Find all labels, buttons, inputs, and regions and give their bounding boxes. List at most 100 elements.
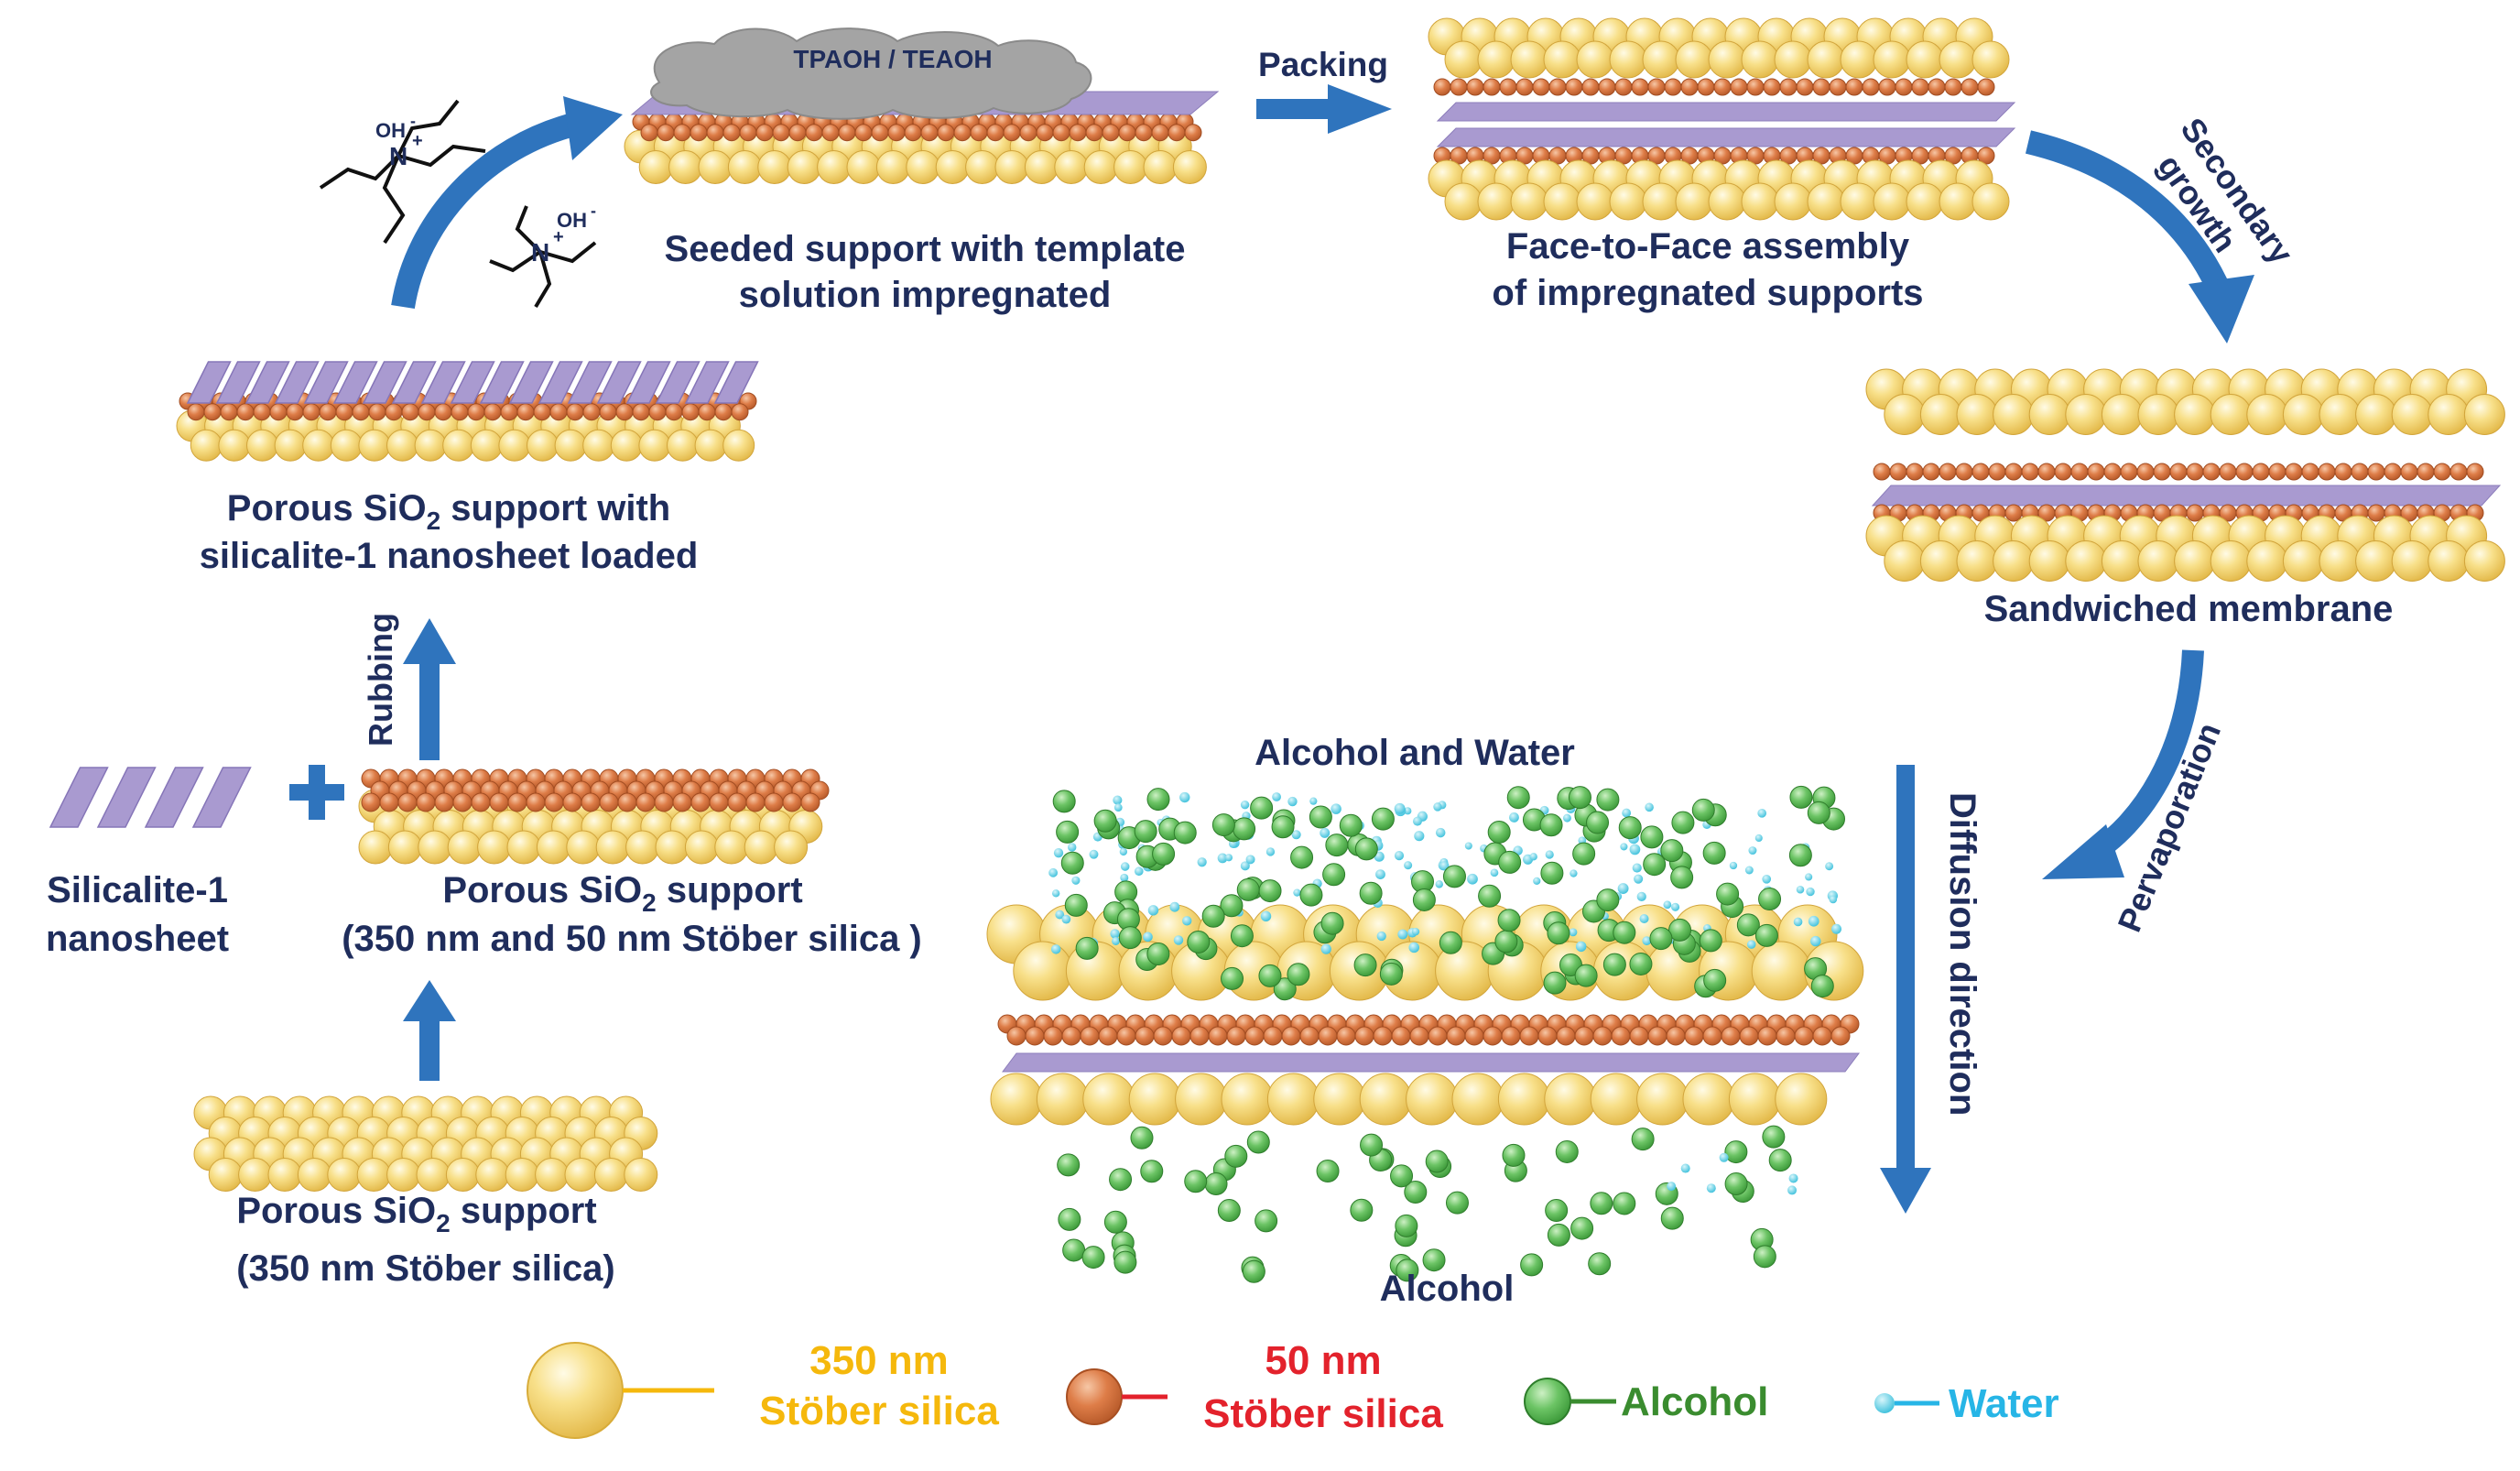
small-silica-particle [1779, 78, 1798, 96]
small-silica-particle [1006, 1026, 1026, 1046]
small-silica-particle [755, 124, 774, 142]
small-silica-particle [2268, 463, 2286, 481]
large-silica-particle [2065, 394, 2107, 435]
small-silica-particle [1052, 124, 1070, 142]
alcohol-molecule [1425, 1150, 1449, 1173]
large-silica-particle [414, 429, 447, 462]
water-molecule [1509, 812, 1519, 823]
water-molecule [1467, 873, 1478, 885]
legend-water-swatch [1874, 1393, 1895, 1413]
large-silica-particle [1919, 394, 1961, 435]
large-silica-particle [358, 830, 393, 865]
alcohol-molecule [1629, 952, 1653, 975]
alcohol-molecule [1570, 1216, 1594, 1240]
water-molecule [1569, 928, 1578, 937]
water-molecule [1754, 834, 1763, 843]
water-molecule [1197, 857, 1207, 867]
water-molecule [1050, 944, 1061, 954]
small-silica-particle [2400, 463, 2418, 481]
large-silica-particle [2101, 394, 2143, 435]
face-to-face-illustration [1428, 17, 2016, 221]
alcohol-molecule [1230, 924, 1254, 948]
separation-layer [1002, 1052, 1860, 1073]
water-molecule [1435, 880, 1443, 888]
large-silica-particle [2028, 540, 2070, 582]
water-molecule [1806, 887, 1815, 897]
small-silica-particle [681, 403, 700, 421]
water-molecule [1089, 849, 1099, 859]
support-mixed-label-1: Porous SiO2 support [442, 870, 802, 917]
large-silica-particle [1636, 1073, 1689, 1126]
large-silica-particle [536, 830, 570, 865]
small-silica-particle [451, 403, 469, 421]
small-silica-particle [2186, 504, 2204, 522]
small-silica-particle [727, 792, 747, 812]
small-silica-particle [1556, 1026, 1576, 1046]
alcohol-molecule [1258, 964, 1282, 987]
large-silica-particle [356, 1158, 391, 1192]
alcohol-molecule [1058, 1207, 1081, 1231]
alcohol-molecule [1502, 1143, 1526, 1167]
small-silica-particle [1168, 124, 1186, 142]
water-molecule [1120, 862, 1130, 871]
alcohol-molecule [1670, 866, 1694, 889]
alcohol-molecule [1290, 845, 1314, 869]
water-molecule [1048, 867, 1059, 877]
small-silica-particle [2186, 463, 2204, 481]
alcohol-molecule [1075, 936, 1099, 960]
diffusion-direction-label: Diffusion direction [1942, 792, 1982, 1116]
large-silica-particle [2282, 394, 2324, 435]
large-silica-particle [1642, 182, 1680, 221]
small-silica-particle [2433, 463, 2451, 481]
alcohol-molecule [1649, 927, 1673, 951]
nanosheet [96, 767, 157, 828]
water-molecule [1575, 941, 1587, 953]
alcohol-molecule [1052, 790, 1076, 813]
large-silica-particle [297, 1158, 331, 1192]
small-silica-particle [673, 124, 691, 142]
small-silica-particle [269, 403, 288, 421]
water-molecule [1260, 910, 1272, 922]
alcohol-molecule [1788, 844, 1812, 867]
alcohol-molecule [1498, 850, 1522, 874]
alcohol-molecule [1445, 1191, 1469, 1215]
large-silica-particle [418, 830, 452, 865]
large-silica-particle [2065, 540, 2107, 582]
nanosheet [625, 361, 671, 404]
alcohol-molecule [1545, 1199, 1569, 1223]
alcohol-molecule [1062, 1238, 1086, 1262]
packing-label: Packing [1258, 46, 1388, 83]
small-silica-particle [1611, 1026, 1631, 1046]
large-silica-particle [1497, 1073, 1550, 1126]
small-silica-particle [1135, 1026, 1155, 1046]
alcohol-molecule [1753, 1245, 1776, 1269]
small-silica-particle [937, 124, 955, 142]
small-silica-particle [920, 124, 939, 142]
legend-alcohol-swatch [1524, 1378, 1571, 1425]
alcohol-molecule [1113, 1250, 1137, 1274]
small-silica-particle [1532, 78, 1550, 96]
tpaoh-hydroxide-charge: - [410, 112, 416, 130]
water-molecule [1788, 1173, 1798, 1183]
small-silica-particle [1098, 1026, 1118, 1046]
legend: 350 nm Stöber silica 50 nm Stöber silica… [527, 1338, 2059, 1439]
large-silica-particle [1906, 40, 1944, 79]
water-molecule [1113, 803, 1123, 812]
small-silica-particle [1354, 1026, 1374, 1046]
large-silica-particle [1082, 1073, 1135, 1126]
small-silica-particle [2054, 463, 2072, 481]
alcohol-molecule [1339, 813, 1363, 837]
nanosheet [538, 361, 583, 404]
water-molecule [1748, 846, 1757, 855]
small-silica-particle [582, 403, 601, 421]
large-silica-particle [1774, 40, 1812, 79]
water-molecule [1287, 796, 1298, 807]
water-molecule [1562, 813, 1571, 823]
small-silica-particle [1581, 78, 1600, 96]
large-silica-particle [447, 830, 482, 865]
alcohol-molecule [1588, 1252, 1612, 1276]
water-molecule [1810, 935, 1821, 947]
large-silica-particle [1406, 1073, 1459, 1126]
water-molecule [1291, 830, 1301, 840]
alcohol-molecule [1325, 834, 1349, 857]
